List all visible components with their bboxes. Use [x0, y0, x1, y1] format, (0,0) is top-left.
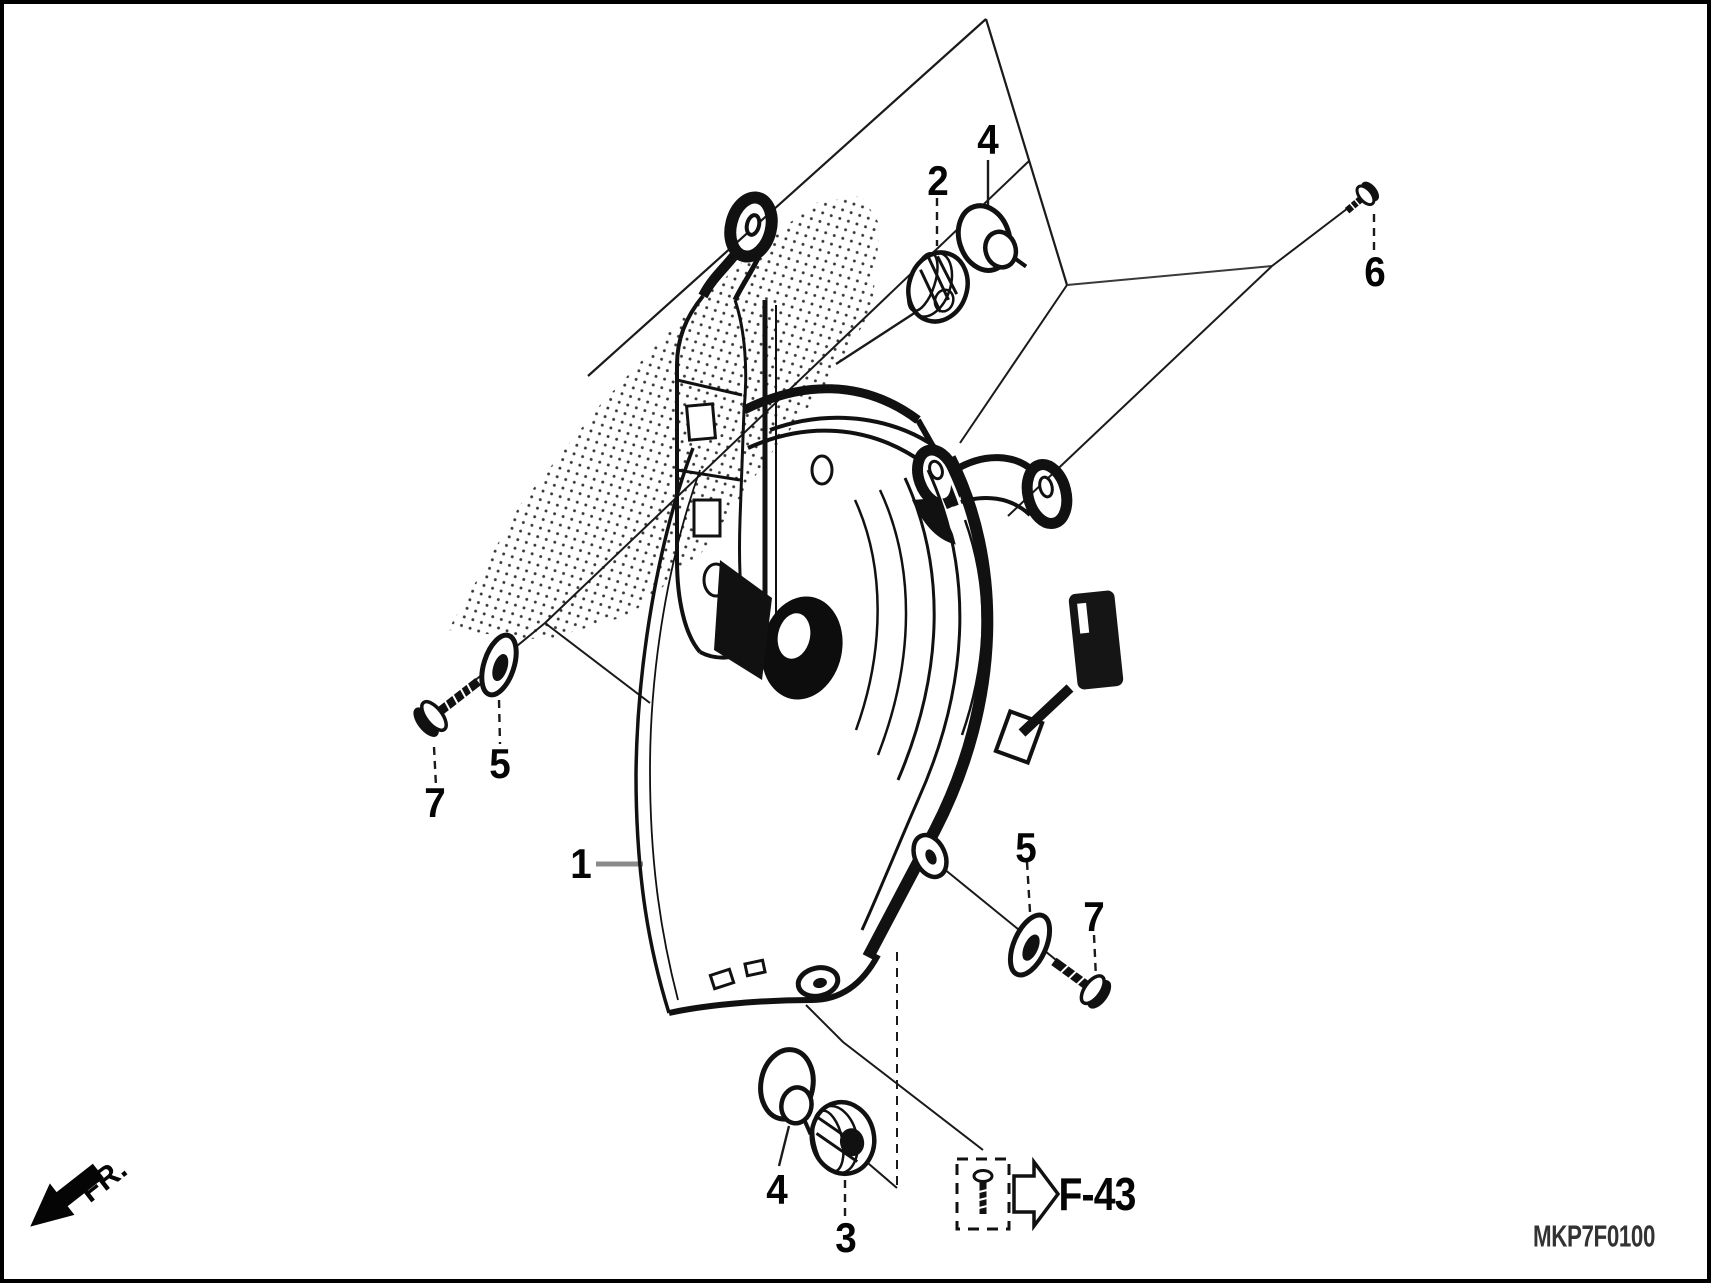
callout-1: 1: [570, 840, 592, 887]
plane-lines: [433, 18, 1353, 987]
callout-5-right: 5: [1015, 824, 1037, 871]
bolt-7-left-part: [413, 677, 481, 737]
callout-7-right: 7: [1083, 893, 1105, 940]
washer-5-right-part: [1007, 912, 1053, 978]
callout-7-left: 7: [424, 779, 446, 826]
figure-code: MKP7F0100: [1532, 1218, 1656, 1254]
washer-5-left-part: [479, 632, 519, 698]
callout-2: 2: [927, 157, 949, 204]
headlight-unit-drawing: [634, 415, 994, 1016]
leader-lines: [432, 160, 1376, 1220]
bolt-6-part: [1344, 181, 1379, 214]
bolt-7-right-part: [1051, 957, 1112, 1009]
callout-5-left: 5: [489, 740, 511, 787]
cap-4-top-part: [955, 203, 1028, 273]
cap-4-bottom-part: [758, 1047, 816, 1136]
f43-arrow-icon: [1012, 1156, 1061, 1232]
fr-direction-arrow: [30, 1163, 104, 1227]
callout-4-top: 4: [977, 116, 999, 163]
mounting-bracket-drawing: [675, 191, 1073, 660]
wire-connector: [993, 590, 1124, 766]
grommet-2-part: [906, 250, 970, 324]
halftone-shading: [448, 196, 880, 640]
bolt-icon: [972, 1169, 994, 1214]
callout-3: 3: [835, 1214, 857, 1261]
lens-outline: [634, 447, 695, 1014]
callout-4-bottom: 4: [766, 1166, 788, 1213]
callout-6: 6: [1364, 248, 1386, 295]
f43-reference-box[interactable]: [955, 1156, 1061, 1232]
grommet-3-part: [809, 1099, 877, 1177]
f43-reference-label[interactable]: F-43: [1058, 1168, 1136, 1220]
